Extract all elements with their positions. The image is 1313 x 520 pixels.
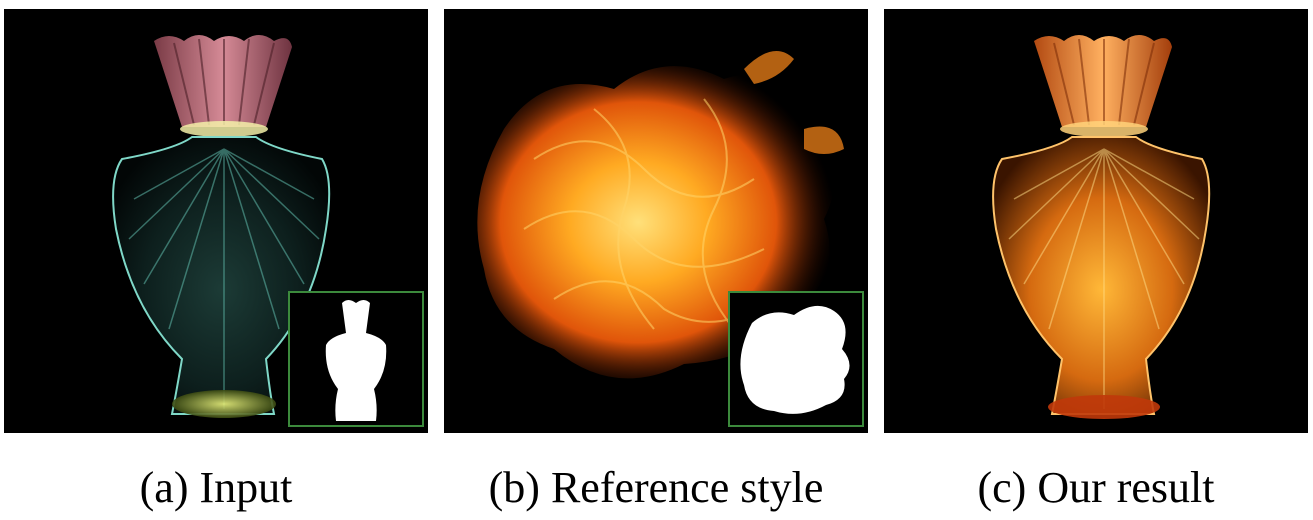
stylized-bottle-image xyxy=(992,35,1211,419)
reference-style-panel xyxy=(444,9,868,433)
fire-mask-silhouette xyxy=(740,305,850,414)
perfume-bottle-image xyxy=(112,35,331,418)
bottle-mask-silhouette xyxy=(325,300,387,421)
input-mask-inset xyxy=(288,291,424,427)
result-image-panel xyxy=(884,9,1308,433)
caption-reference-style: (b) Reference style xyxy=(488,463,824,512)
reference-mask-inset xyxy=(728,291,864,427)
caption-our-result: (c) Our result xyxy=(977,463,1215,512)
caption-input: (a) Input xyxy=(139,463,293,512)
input-image-panel xyxy=(4,9,428,433)
